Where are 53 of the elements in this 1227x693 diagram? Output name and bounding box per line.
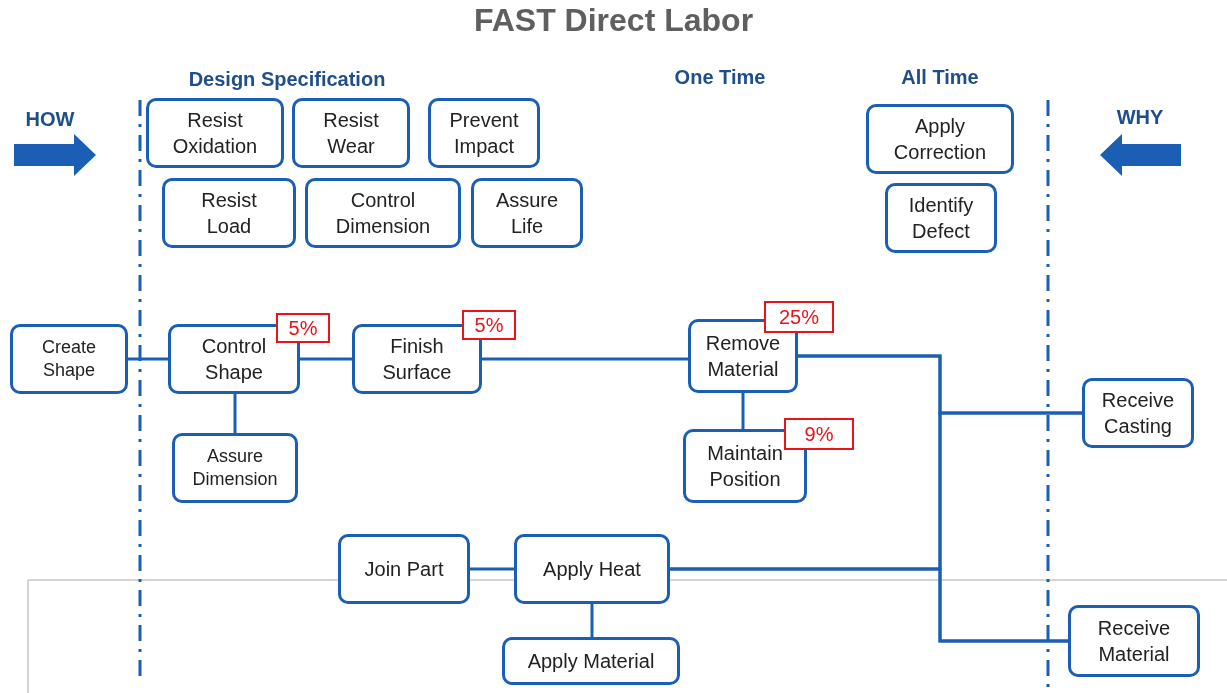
- function-label: Resist Load: [200, 188, 258, 239]
- function-label: Assure Dimension: [191, 444, 279, 491]
- percentage-tag: 5%: [276, 313, 330, 343]
- percentage-tag: 5%: [462, 310, 516, 340]
- function-box: [885, 183, 997, 253]
- section-heading: Design Specification: [188, 68, 386, 91]
- function-box: [1082, 378, 1194, 448]
- section-heading: HOW: [25, 108, 75, 131]
- function-box: [172, 433, 298, 503]
- connector-line: [300, 357, 352, 361]
- connector-line: [670, 567, 1068, 643]
- function-label: Prevent Impact: [448, 108, 520, 159]
- function-label: Join Part: [363, 557, 445, 582]
- function-box: [428, 98, 540, 168]
- function-label: Receive Casting: [1100, 388, 1176, 439]
- function-box: [292, 98, 410, 168]
- function-label: Control Dimension: [334, 188, 432, 239]
- function-label: Finish Surface: [381, 334, 453, 385]
- percentage-tag: 25%: [764, 301, 834, 333]
- function-label: Assure Life: [494, 188, 560, 239]
- function-label: Apply Material: [526, 649, 656, 674]
- connector-line: [741, 393, 745, 429]
- function-label: Resist Wear: [322, 108, 380, 159]
- function-label: Create Shape: [41, 335, 97, 382]
- function-box: [10, 324, 128, 394]
- function-box: [514, 534, 670, 604]
- function-label: Apply Heat: [542, 557, 642, 582]
- connector-line: [590, 604, 594, 637]
- function-label: Receive Material: [1096, 616, 1172, 667]
- function-label: Resist Oxidation: [171, 108, 259, 159]
- section-heading: WHY: [1116, 106, 1164, 129]
- function-label: Maintain Position: [706, 441, 784, 492]
- function-box: [305, 178, 461, 248]
- function-label: Control Shape: [200, 334, 268, 385]
- diagram-title: FAST Direct Labor: [472, 2, 755, 39]
- function-label: Identify Defect: [907, 193, 975, 244]
- function-label: Remove Material: [704, 331, 782, 382]
- section-heading: One Time: [674, 66, 766, 89]
- function-box: [471, 178, 583, 248]
- function-box: [502, 637, 680, 685]
- function-box: [683, 429, 807, 503]
- function-box: [146, 98, 284, 168]
- function-box: [338, 534, 470, 604]
- connector-line: [482, 357, 688, 361]
- function-box: [866, 104, 1014, 174]
- section-heading: All Time: [901, 66, 979, 89]
- function-box: [162, 178, 296, 248]
- function-box: [1068, 605, 1200, 677]
- connector-line: [128, 357, 168, 361]
- percentage-tag: 9%: [784, 418, 854, 450]
- connector-line: [470, 567, 514, 571]
- function-label: Apply Correction: [892, 114, 988, 165]
- connector-line: [233, 394, 237, 433]
